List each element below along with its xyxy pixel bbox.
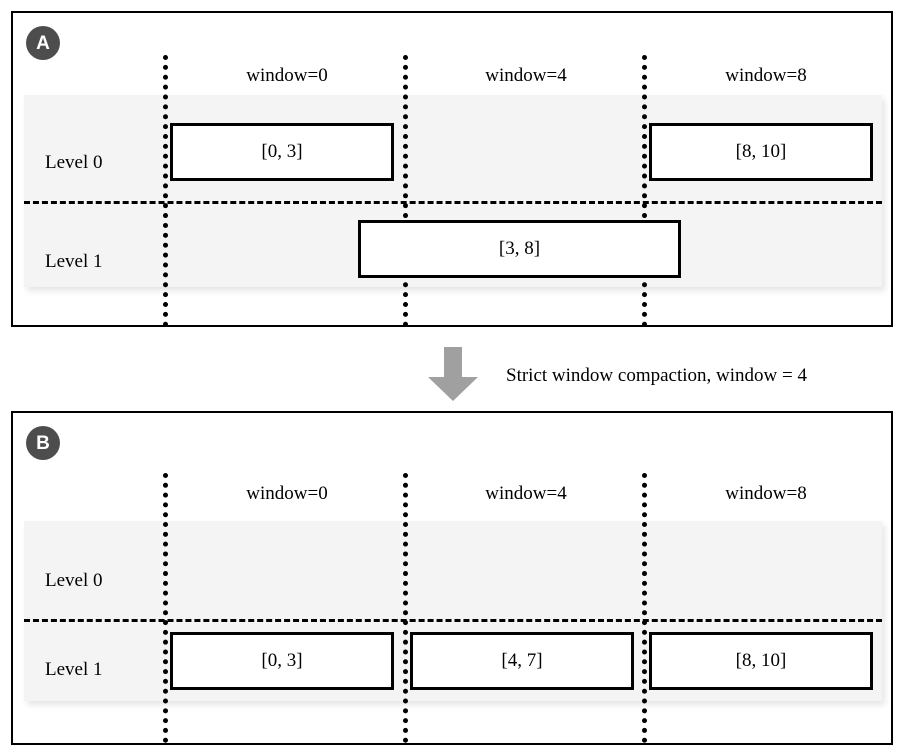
- panel-a-level-divider: [24, 201, 882, 204]
- panel-b-badge: B: [26, 426, 60, 460]
- transition-caption: Strict window compaction, window = 4: [506, 365, 807, 386]
- panel-b-window-label-0: window=0: [246, 483, 328, 504]
- panel-a-level-0-box-0[interactable]: [0, 3]: [170, 123, 394, 181]
- panel-b-window-boundary-8: [642, 473, 647, 743]
- panel-b-level-1-box-0[interactable]: [0, 3]: [170, 632, 394, 690]
- panel-b-level-0-name: Level 0: [45, 570, 103, 591]
- panel-b-level-1-box-2[interactable]: [8, 10]: [649, 632, 873, 690]
- panel-b-window-label-4: window=4: [485, 483, 567, 504]
- panel-b-level-1-name: Level 1: [45, 659, 103, 680]
- panel-a-window-label-4: window=4: [485, 65, 567, 86]
- panel-a-level-0-box-1[interactable]: [8, 10]: [649, 123, 873, 181]
- panel-b-level-1-box-1[interactable]: [4, 7]: [410, 632, 634, 690]
- panel-b-window-boundary-0: [163, 473, 168, 743]
- transition-group: Strict window compaction, window = 4: [0, 338, 906, 410]
- panel-a: A window=0 window=4 window=8 Level 0 Lev…: [11, 11, 893, 327]
- panel-a-level-0-name: Level 0: [45, 152, 103, 173]
- panel-a-window-boundary-0: [163, 55, 168, 327]
- down-arrow-icon: [428, 347, 478, 401]
- panel-a-level-1-name: Level 1: [45, 251, 103, 272]
- panel-a-window-boundary-4: [403, 55, 408, 327]
- panel-a-window-label-8: window=8: [725, 65, 807, 86]
- panel-a-window-boundary-8: [642, 55, 647, 327]
- panel-b-level-divider: [24, 619, 882, 622]
- panel-a-level-1-box-0[interactable]: [3, 8]: [358, 220, 681, 278]
- panel-a-window-label-0: window=0: [246, 65, 328, 86]
- panel-b: B window=0 window=4 window=8 Level 0 Lev…: [11, 411, 893, 745]
- panel-b-window-label-8: window=8: [725, 483, 807, 504]
- panel-b-window-boundary-4: [403, 473, 408, 743]
- panel-a-badge: A: [26, 26, 60, 60]
